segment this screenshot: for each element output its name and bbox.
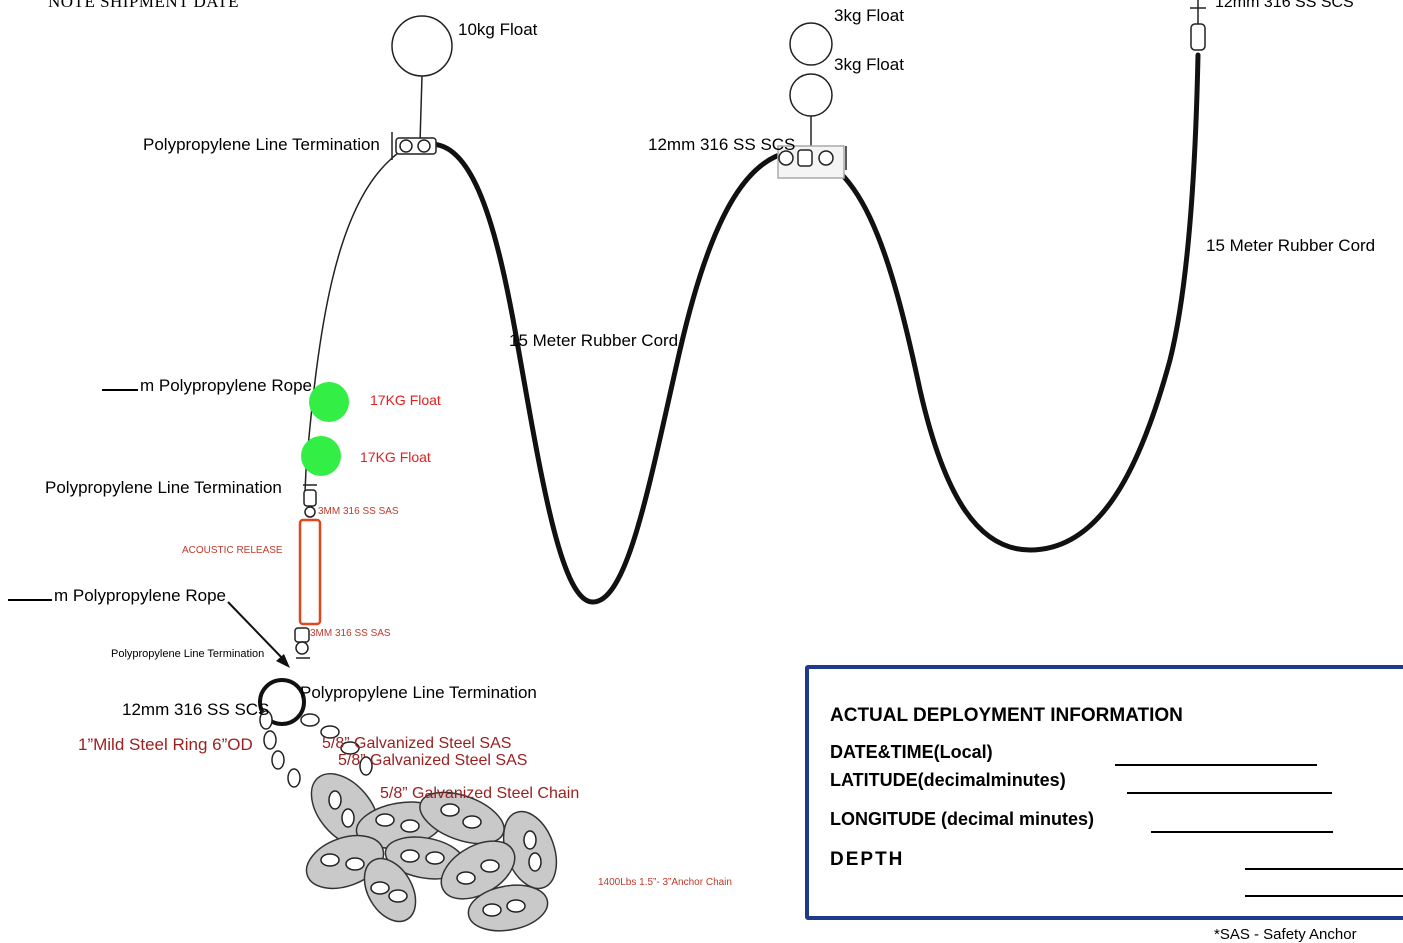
depth-field-2[interactable] [1245, 895, 1403, 897]
label-pp-termination-bottom: Polypropylene Line Termination [300, 683, 537, 702]
anchor-chain-links [320, 790, 542, 917]
date-time-label: DATE&TIME(Local) [830, 742, 993, 762]
label-float-3kg-bottom: 3kg Float [834, 55, 904, 74]
label-scs-top-right: 12mm 316 SS SCS [1215, 0, 1354, 11]
label-scs-middle: 12mm 316 SS SCS [648, 135, 796, 154]
pp-termination-mid-hardware [303, 484, 317, 518]
label-acoustic-release: ACOUSTIC RELEASE [182, 545, 283, 556]
pp-termination-top-hardware [391, 132, 437, 160]
deployment-info-title: ACTUAL DEPLOYMENT INFORMATION [830, 705, 1183, 726]
label-pp-rope-upper: m Polypropylene Rope [102, 376, 312, 396]
label-pp-termination-small: Polypropylene Line Termination [111, 648, 265, 660]
longitude-label: LONGITUDE (decimal minutes) [830, 809, 1095, 829]
depth-label: DEPTH [830, 849, 905, 870]
label-float-17kg-2: 17KG Float [360, 449, 431, 465]
float-10kg [391, 15, 453, 77]
depth-field-1[interactable] [1245, 868, 1403, 870]
date-time-field[interactable] [1115, 764, 1317, 766]
label-float-3kg-top: 3kg Float [834, 6, 904, 25]
longitude-field[interactable] [1151, 831, 1333, 833]
latitude-label: LATITUDE(decimalminutes) [830, 770, 1066, 790]
label-galv-sas-2: 5/8” Galvanized Steel SAS [338, 752, 528, 769]
galvanized-chain [259, 710, 373, 788]
label-sas-upper: 3MM 316 SS SAS [318, 506, 399, 517]
acoustic-release-body [298, 518, 322, 626]
float-10kg-tether [419, 75, 423, 143]
blank-rope-length-lower[interactable] [8, 599, 52, 601]
label-galv-chain: 5/8” Galvanized Steel Chain [380, 785, 580, 802]
label-steel-ring: 1”Mild Steel Ring 6”OD [78, 735, 253, 754]
float-3kg-top [789, 22, 833, 66]
label-pp-termination-mid: Polypropylene Line Termination [45, 478, 282, 497]
label-rubber-cord-middle: 15 Meter Rubber Cord [509, 331, 679, 350]
label-anchor-chain: 1400Lbs 1.5”- 3”Anchor Chain [598, 877, 732, 888]
pointer-arrow-head [276, 654, 290, 668]
shipment-note: NOTE SHIPMENT DATE [48, 0, 239, 11]
label-sas-lower: 3MM 316 SS SAS [310, 628, 391, 639]
anchor-chain-clumps [305, 772, 558, 932]
label-scs-bottom: 12mm 316 SS SCS [122, 700, 270, 719]
blank-rope-length-upper[interactable] [102, 389, 138, 391]
float-3kg-bottom [789, 73, 833, 117]
label-rubber-cord-right: 15 Meter Rubber Cord [1206, 236, 1376, 255]
float-17kg-1 [309, 382, 349, 422]
label-pp-termination-top: Polypropylene Line Termination [143, 135, 380, 154]
deployment-info-box: ACTUAL DEPLOYMENT INFORMATION DATE&TIME(… [805, 665, 1403, 920]
steel-ring [258, 678, 306, 726]
latitude-field[interactable] [1127, 792, 1332, 794]
rubber-cord [417, 52, 1201, 605]
pp-termination-lower-hardware [294, 627, 310, 659]
label-pp-rope-lower: m Polypropylene Rope [8, 586, 226, 606]
label-float-17kg-1: 17KG Float [370, 392, 441, 408]
label-float-10kg: 10kg Float [458, 20, 538, 39]
scs-middle-hardware [777, 145, 847, 179]
pointer-arrow-line [227, 601, 285, 661]
float-17kg-2 [301, 436, 341, 476]
label-galv-sas-1: 5/8” Galvanized Steel SAS [322, 735, 512, 752]
scs-top-right-shackle [1190, 0, 1206, 51]
